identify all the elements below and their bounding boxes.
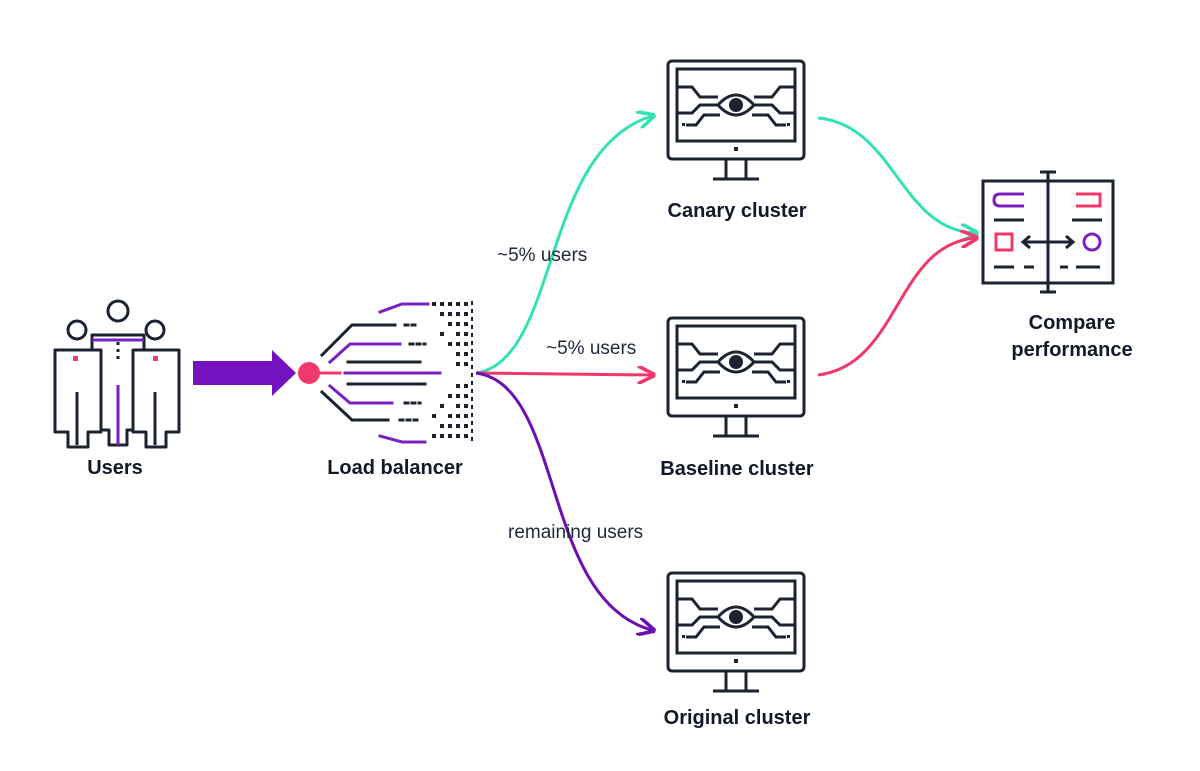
- baseline-cluster-label: Baseline cluster: [660, 458, 814, 480]
- compare-label-line1: Compare: [1028, 312, 1116, 334]
- baseline-compare-path: [817, 238, 975, 377]
- flow-arrow-icon: [193, 350, 296, 396]
- baseline-edge-label: ~5% users: [546, 338, 637, 359]
- canary-edge-label: ~5% users: [497, 245, 588, 266]
- canary-monitor-icon: [666, 59, 806, 181]
- original-cluster-label: Original cluster: [663, 707, 811, 729]
- users-group-icon: [53, 299, 181, 449]
- canary-path: [475, 116, 652, 375]
- canary-cluster-label: Canary cluster: [667, 200, 807, 222]
- original-path: [475, 371, 652, 630]
- compare-label-line2: performance: [1011, 339, 1133, 361]
- baseline-path: [475, 373, 652, 375]
- canary-compare-path: [817, 116, 975, 233]
- baseline-monitor-icon: [666, 316, 806, 438]
- users-label: Users: [87, 457, 143, 479]
- load-balancer-label: Load balancer: [327, 457, 463, 479]
- load-balancer-icon: [298, 301, 473, 444]
- original-monitor-icon: [666, 571, 806, 693]
- original-edge-label: remaining users: [508, 522, 644, 543]
- compare-document-icon: [981, 170, 1115, 294]
